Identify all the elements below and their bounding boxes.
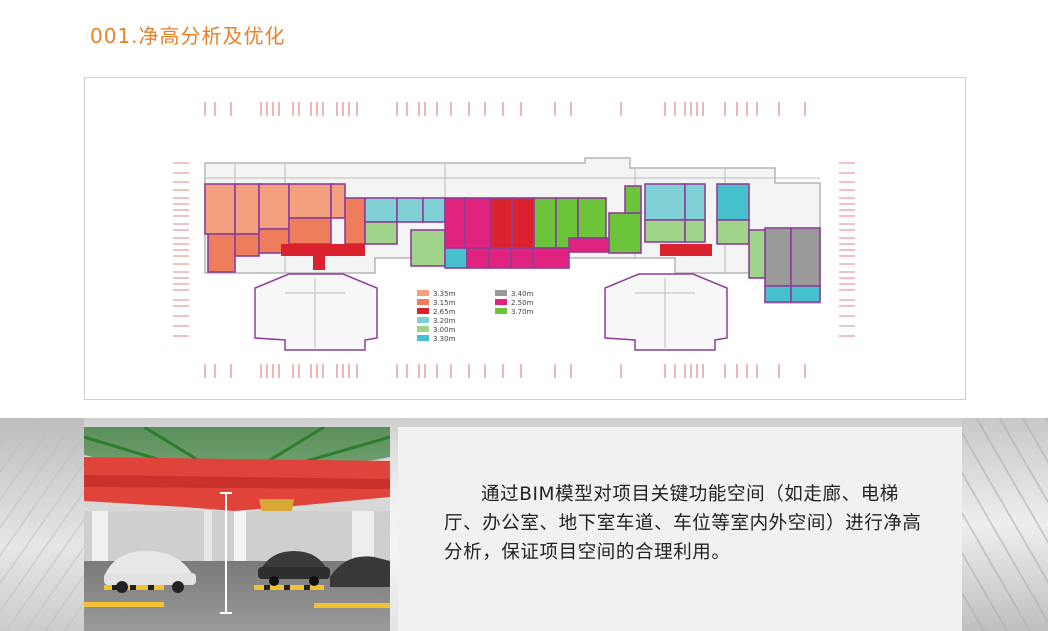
parking-garage-photo [84,427,390,631]
legend-swatch [495,308,507,314]
legend-swatch [417,308,429,314]
legend-swatch [495,290,507,296]
legend-label: 3.35m [433,290,456,298]
legend-label: 3.15m [433,299,456,307]
legend-label: 2.65m [433,308,456,316]
parking-garage-illustration [84,427,390,631]
legend-swatch [417,326,429,332]
legend-swatch [417,290,429,296]
legend-label: 3.70m [511,308,534,316]
legend-label: 3.40m [511,290,534,298]
band-right-texture [962,418,1048,631]
legend-swatch [417,317,429,323]
legend-label: 3.30m [433,335,456,343]
legend-swatch [417,299,429,305]
description-panel: 通过BIM模型对项目关键功能空间（如走廊、电梯厅、办公室、地下室车道、车位等室内… [398,427,962,631]
legend-label: 3.00m [433,326,456,334]
legend-label: 2.50m [511,299,534,307]
legend-label: 3.20m [433,317,456,325]
description-text: 通过BIM模型对项目关键功能空间（如走廊、电梯厅、办公室、地下室车道、车位等室内… [444,484,922,563]
legend-swatch [417,335,429,341]
legend-swatch [495,299,507,305]
band-left-texture [0,418,84,631]
section-title: 001.净高分析及优化 [90,24,286,48]
